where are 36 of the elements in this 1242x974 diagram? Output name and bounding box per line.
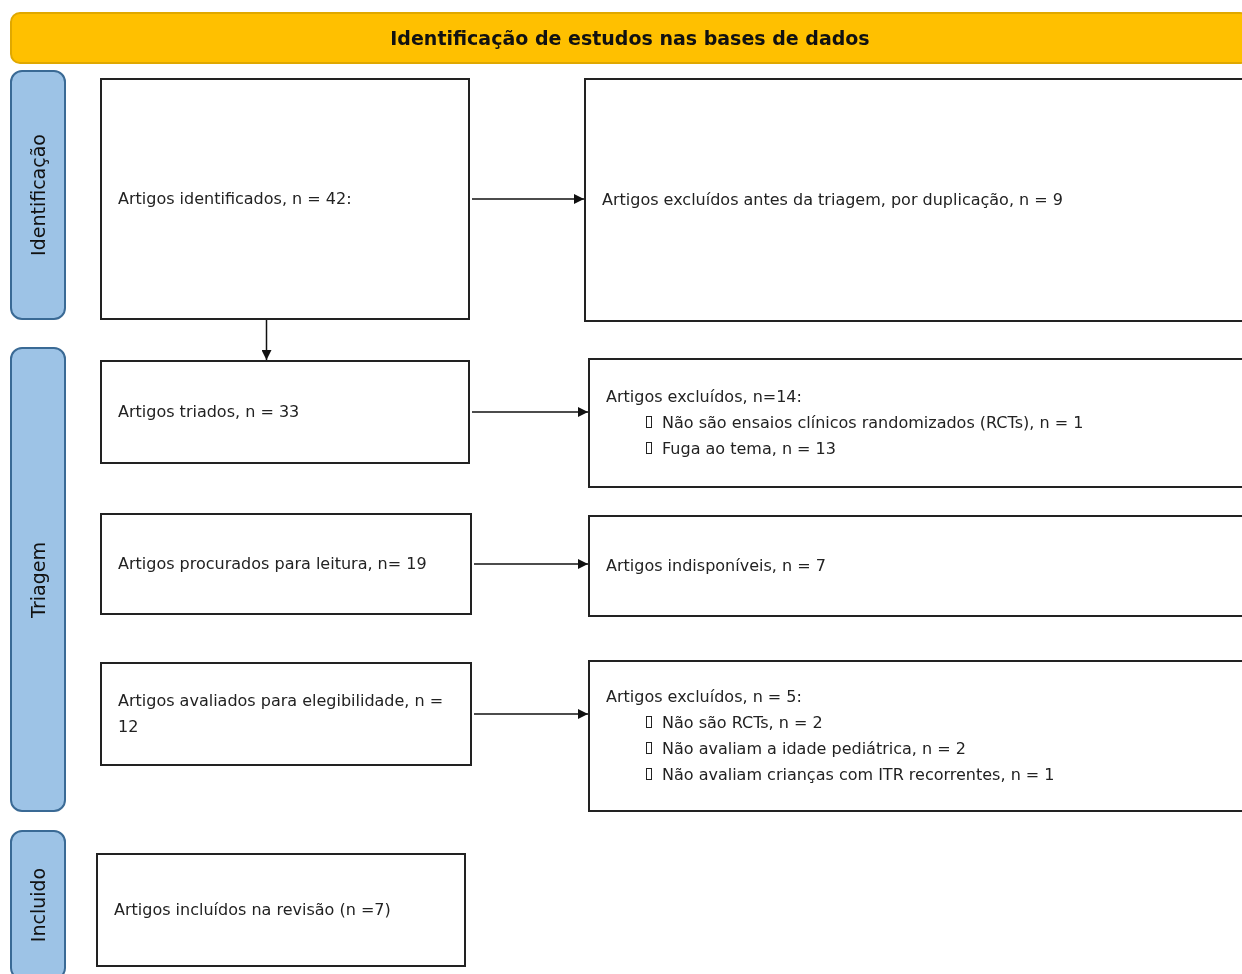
box-text: Artigos identificados, n = 42: xyxy=(118,188,353,210)
phase-label xyxy=(10,70,66,320)
header-title: Identificação de estudos nas bases de dados xyxy=(390,27,870,49)
process-box xyxy=(588,660,1242,812)
process-box xyxy=(100,78,470,320)
box-text: Artigos triados, n = 33 xyxy=(118,401,301,423)
box-text: Artigos incluídos na revisão (n =7) xyxy=(114,899,392,921)
process-box xyxy=(588,358,1242,488)
box-text: Artigos excluídos, n=14: xyxy=(606,386,803,408)
process-box xyxy=(100,360,470,464)
process-box xyxy=(588,515,1242,617)
arrow xyxy=(473,559,589,569)
arrow xyxy=(261,319,272,361)
header-banner xyxy=(10,12,1242,64)
phase-text: Triagem xyxy=(27,541,49,618)
process-box xyxy=(584,78,1242,322)
process-box xyxy=(100,662,472,766)
box-text: Artigos excluídos antes da triagem, por duplicação, n = 9 xyxy=(602,189,1064,211)
phase-text: Incluido xyxy=(27,867,49,943)
phase-label xyxy=(10,347,66,812)
phase-label xyxy=(10,830,66,974)
list-item-text: Não avaliam a idade pediátrica, n = 2 xyxy=(662,738,967,760)
process-box xyxy=(100,513,472,615)
arrow xyxy=(471,407,589,417)
box-text: Artigos excluídos, n = 5: xyxy=(606,686,803,708)
process-box xyxy=(96,853,466,967)
box-text: Artigos indisponíveis, n = 7 xyxy=(606,555,827,577)
list-item-text: Não são ensaios clínicos randomizados (RCTs), n = 1 xyxy=(662,412,1085,434)
box-text: Artigos procurados para leitura, n= 19 xyxy=(118,553,428,575)
list-item-text: Não são RCTs, n = 2 xyxy=(662,712,824,734)
list-item-text: Não avaliam crianças com ITR recorrentes, n = 1 xyxy=(662,764,1056,786)
arrow xyxy=(473,709,589,719)
box-text: Artigos avaliados para elegibilidade, n = 12 xyxy=(118,690,445,738)
arrow xyxy=(471,194,585,204)
list-item-text: Fuga ao tema, n = 13 xyxy=(662,438,837,460)
phase-text: Identificação xyxy=(27,134,49,256)
